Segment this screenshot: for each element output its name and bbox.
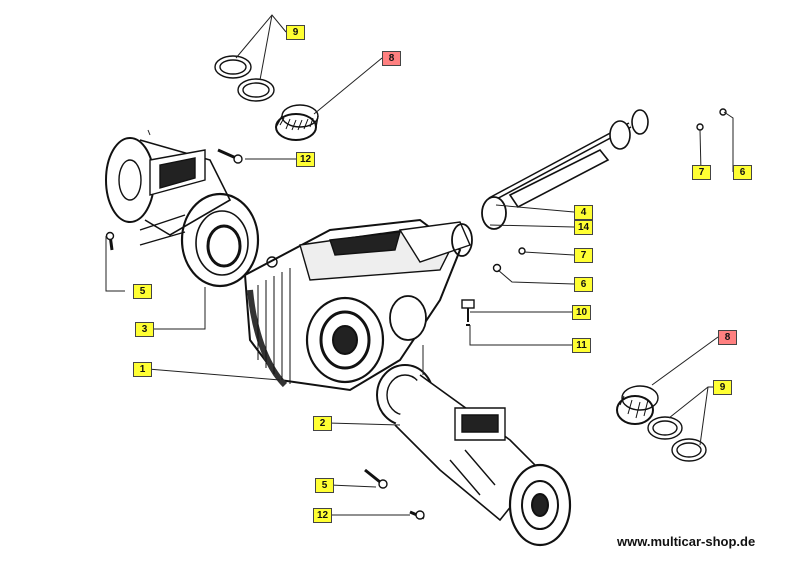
callout-7-mid: 7: [574, 248, 593, 263]
bolt-left-5: [105, 231, 115, 251]
left-axle-tube: [105, 137, 260, 288]
leader-lines: [105, 14, 734, 516]
bearing-bottom: [616, 385, 659, 425]
callout-4: 4: [574, 205, 593, 220]
callout-1: 1: [133, 362, 152, 377]
bearing-top: [275, 104, 319, 141]
callout-11: 11: [572, 338, 591, 353]
callout-6-right: 6: [733, 165, 752, 180]
nut-right-7-6: [696, 108, 727, 131]
callout-9-top: 9: [286, 25, 305, 40]
callout-8-top: 8: [382, 51, 401, 66]
callout-10: 10: [572, 305, 591, 320]
shop-watermark: www.multicar-shop.de: [617, 534, 756, 549]
seal-ring-bottom-2: [671, 438, 707, 462]
bolt-bottom-12: [409, 510, 425, 520]
callout-7-right: 7: [692, 165, 711, 180]
callout-5-left: 5: [133, 284, 152, 299]
nut-mid-7-6: [492, 247, 526, 273]
differential-housing: [243, 218, 473, 392]
seal-ring-top-1: [214, 55, 252, 79]
callout-3: 3: [135, 322, 154, 337]
callout-8-bottom: 8: [718, 330, 737, 345]
callout-2: 2: [313, 416, 332, 431]
propeller-shaft: [481, 109, 649, 230]
right-axle-tube: [376, 364, 572, 547]
seal-ring-top-2: [237, 78, 275, 102]
callout-5-bottom: 5: [315, 478, 334, 493]
callout-12-bottom: 12: [313, 508, 332, 523]
callout-9-bottom: 9: [713, 380, 732, 395]
bolt-bottom-5: [364, 468, 388, 489]
callout-14: 14: [574, 220, 593, 235]
callout-12-left: 12: [296, 152, 315, 167]
bolt-left-12: [217, 148, 243, 164]
callout-6-mid: 6: [574, 277, 593, 292]
seal-ring-bottom-1: [647, 416, 683, 440]
breather-valve: [461, 299, 475, 326]
